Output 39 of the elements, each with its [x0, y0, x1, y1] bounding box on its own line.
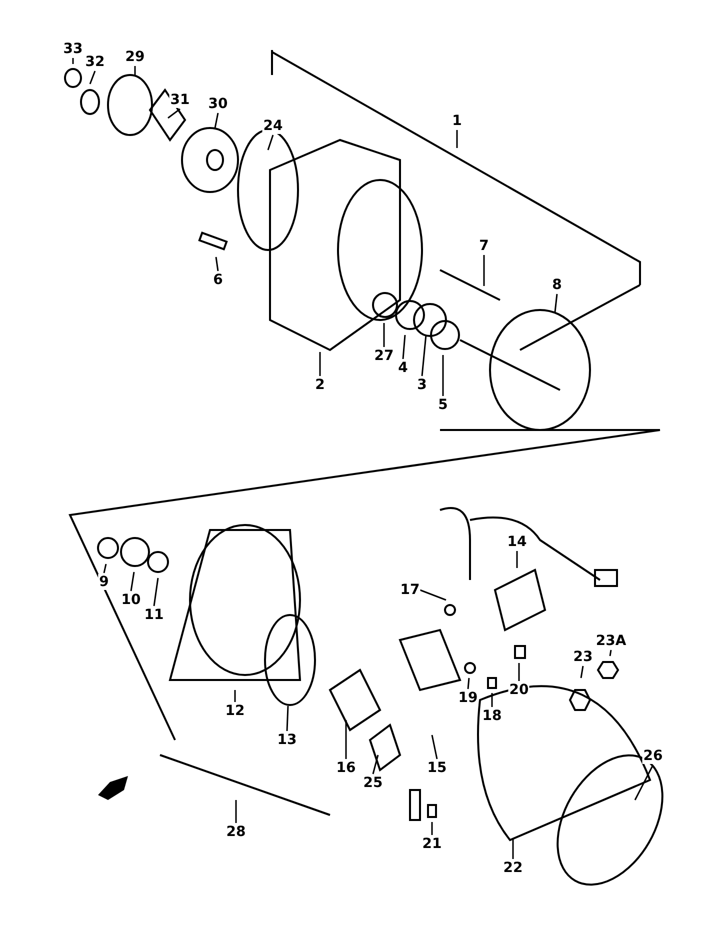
leader-line	[345, 720, 347, 759]
leader-line	[286, 706, 289, 732]
leader-line	[421, 334, 427, 376]
leader-line	[134, 66, 136, 75]
leader-line	[319, 352, 321, 376]
leader-line	[580, 666, 584, 678]
leader-line	[512, 838, 514, 859]
leader-line	[516, 551, 518, 568]
leader-line	[431, 734, 438, 760]
leader-line	[634, 764, 654, 800]
callout-number: 26	[642, 748, 664, 764]
leader-line	[215, 256, 219, 272]
leader-line	[420, 589, 446, 601]
leader-line	[456, 130, 458, 148]
leader-line	[235, 800, 237, 823]
leader-line	[214, 112, 219, 128]
leader-line	[168, 108, 180, 119]
leader-line	[153, 578, 159, 606]
leader-line	[267, 134, 274, 150]
leader-line	[402, 334, 406, 360]
callout-number: 31	[169, 92, 191, 108]
leader-line	[234, 690, 236, 702]
leader-line	[383, 323, 385, 347]
leader-line	[483, 255, 485, 286]
callout-number: 24	[262, 118, 284, 134]
callout-number: 9	[98, 574, 110, 590]
leader-line	[103, 564, 107, 574]
leader-line	[467, 678, 470, 690]
leader-line	[442, 355, 444, 396]
callout-number: 19	[457, 690, 479, 706]
leader-line	[554, 294, 558, 312]
leader-line	[431, 822, 433, 835]
leader-line	[89, 70, 96, 84]
leader-line	[609, 650, 612, 656]
leader-line	[518, 663, 520, 681]
leader-line	[72, 58, 74, 64]
leader-line	[130, 572, 135, 592]
leader-line	[372, 754, 379, 774]
leader-line	[491, 693, 493, 707]
